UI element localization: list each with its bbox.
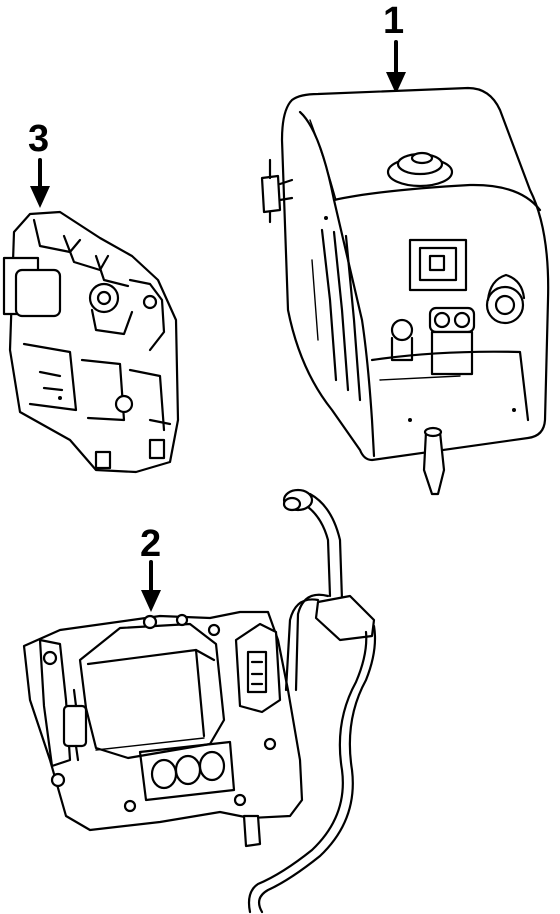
callout-3-label: 3 [28, 118, 50, 160]
part-2-pump-assembly [22, 488, 377, 914]
callout-1-label: 1 [383, 0, 405, 42]
part-1-reservoir-tank [260, 86, 550, 496]
leader-arrow-2 [141, 560, 161, 612]
callout-2-label: 2 [140, 523, 162, 565]
part-3-valve-block [2, 210, 180, 474]
leader-arrow-3 [30, 158, 50, 208]
leader-arrow-1 [386, 40, 406, 94]
